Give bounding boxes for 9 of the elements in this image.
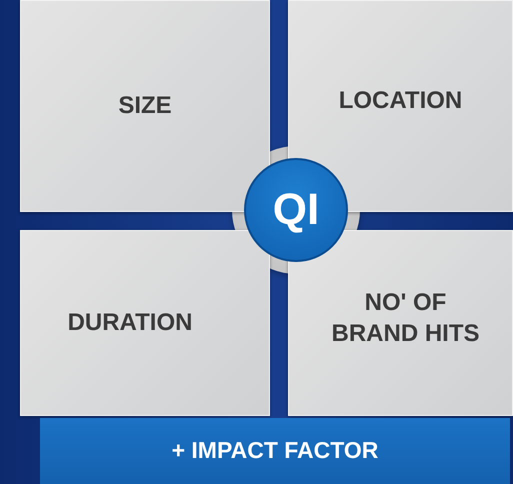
node-label: QI [272,184,320,236]
node-label: + IMPACT FACTOR [172,436,378,466]
quadrant-tile [20,230,270,416]
quadrant-tile [20,0,270,212]
node-label: NO' OF BRAND HITS [330,288,480,349]
node-label: SIZE [118,91,172,122]
node-label: DURATION [68,308,192,338]
banner-bar [40,418,510,484]
node-label: LOCATION [338,86,462,116]
